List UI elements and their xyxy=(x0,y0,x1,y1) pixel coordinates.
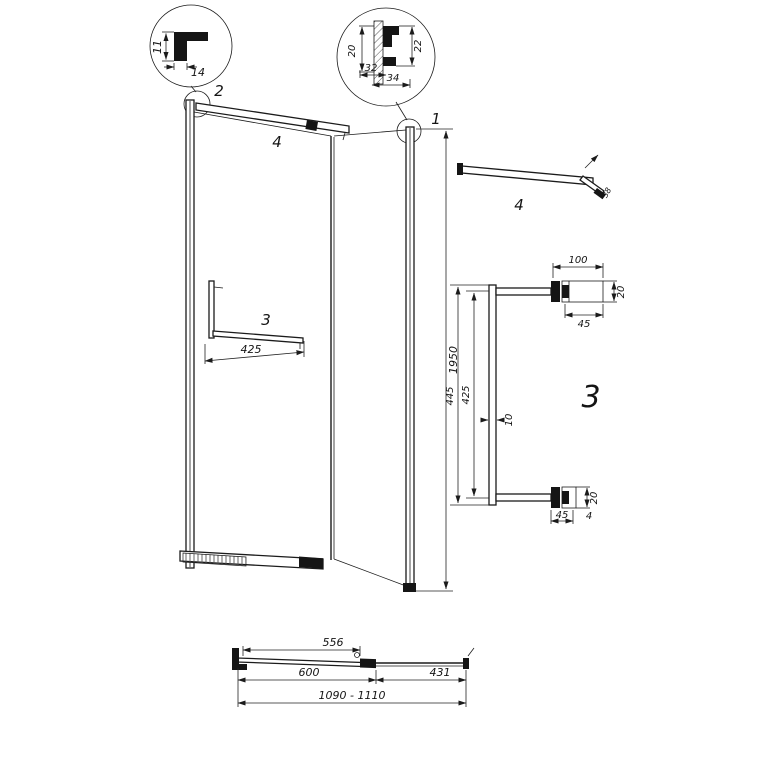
dim-width-100: 100 xyxy=(552,255,604,278)
threshold-end-block xyxy=(299,556,323,569)
dim-10: 10 xyxy=(504,414,515,427)
handle-vertical-bar xyxy=(208,280,215,339)
dim-34-wall: 34 xyxy=(387,73,400,84)
dim-offset-bottom-45: 45 xyxy=(550,510,574,524)
dim-bar-10: 10 xyxy=(480,414,515,427)
corner-dim-width: 14 xyxy=(164,63,205,79)
detail-circle-corner xyxy=(149,4,233,88)
height-dimension: 1950 xyxy=(416,128,460,592)
callout-2: 2 xyxy=(183,82,224,118)
dim-22-wall: 22 xyxy=(413,40,424,53)
handle-plate-bottom xyxy=(551,487,560,508)
dim-20-wall: 20 xyxy=(347,45,358,58)
dim-total: 1090 - 1110 xyxy=(237,689,467,706)
right-end-cap-plan xyxy=(463,658,469,669)
towel-bar-end-pad xyxy=(593,188,606,200)
mount-pad-bottom xyxy=(562,491,569,504)
label-3-elevation: 3 xyxy=(261,311,271,329)
dim-600: 600 xyxy=(299,666,320,679)
towel-bar-left-cap xyxy=(457,163,463,175)
glass-section-hatch xyxy=(373,20,384,85)
dim-425-detail: 425 xyxy=(461,385,472,404)
handle-arm-bottom xyxy=(495,493,552,502)
dim-plate-bottom-20: 20 xyxy=(576,486,600,509)
label-3-detail: 3 xyxy=(581,380,600,415)
mount-pad-top xyxy=(562,285,569,298)
dim-centers-425: 425 xyxy=(461,290,489,499)
dim-556: 556 xyxy=(323,636,344,649)
wall-profile-clamp-top xyxy=(383,26,399,47)
towel-bar-tube xyxy=(461,165,594,186)
wall-dim-inner: 20 xyxy=(347,25,374,73)
dim-20-top: 20 xyxy=(616,286,627,299)
dim-door-600: 600 xyxy=(237,666,377,707)
dim-100: 100 xyxy=(568,255,587,266)
dim-side-431: 431 xyxy=(375,666,467,707)
pivot-hinge-plan xyxy=(360,658,376,669)
handle-bar xyxy=(488,284,497,506)
label-4-detail: 4 xyxy=(514,196,524,214)
threshold-rail xyxy=(179,550,324,570)
handle-detail: 100 20 45 445 425 10 xyxy=(445,255,627,524)
callout-circle-2 xyxy=(183,90,211,118)
dim-offset-top-45: 45 xyxy=(564,304,604,330)
dim-45-top: 45 xyxy=(578,319,591,330)
handle-horizontal-bar xyxy=(212,330,304,344)
corner-dim-height: 11 xyxy=(151,31,174,62)
label-4-elevation: 4 xyxy=(272,133,282,151)
wall-dim-outer: 22 xyxy=(396,25,424,67)
handle-span-dimension: 425 xyxy=(204,341,305,364)
handle-plate-top xyxy=(551,281,560,302)
dim-32-wall: 32 xyxy=(365,63,378,74)
handle-arm-top xyxy=(495,287,552,296)
towel-bar-elevation: 4 xyxy=(195,102,350,151)
wall-dim-lower-a: 32 xyxy=(359,63,387,78)
dim-425-elevation: 425 xyxy=(241,343,262,356)
dim-445: 445 xyxy=(445,386,456,405)
dim-plate-top-20: 20 xyxy=(603,280,627,303)
dim-11: 11 xyxy=(151,40,164,54)
dim-14: 14 xyxy=(191,66,205,79)
dim-1090-1110: 1090 - 1110 xyxy=(319,689,386,702)
corner-profile-section xyxy=(174,32,208,61)
dim-20-bottom: 20 xyxy=(589,492,600,505)
detail-wall-profile: 20 22 32 34 xyxy=(336,7,436,107)
right-frame-foot xyxy=(403,583,416,592)
dim-38-towel-bar: 38 xyxy=(600,186,613,199)
dim-45-bottom: 45 xyxy=(556,510,569,521)
callout-1: 1 xyxy=(395,101,441,144)
detail-corner-profile: 11 14 xyxy=(149,4,233,88)
wall-dim-lower-b: 34 xyxy=(371,73,411,88)
detail-circle-wall xyxy=(336,7,436,107)
door-handle-elevation: 3 425 xyxy=(204,280,305,364)
callout-2-label: 2 xyxy=(214,82,224,100)
wall-profile-clamp-bottom xyxy=(383,57,396,66)
elevation-view: 4 3 425 xyxy=(179,99,460,592)
plan-view: 556 600 431 1090 - 1110 xyxy=(232,636,475,707)
towel-bar-bracket xyxy=(305,120,318,131)
towel-bar-detail: 38 4 xyxy=(457,154,613,214)
left-wall-profile-plan xyxy=(232,648,247,670)
dim-431: 431 xyxy=(430,666,451,679)
dim-glass-556: 556 xyxy=(242,636,361,656)
dim-4-thickness: 4 xyxy=(586,511,592,522)
dim-overall-445: 445 xyxy=(445,284,489,506)
pivot-point xyxy=(354,652,360,658)
callout-1-label: 1 xyxy=(431,110,441,128)
